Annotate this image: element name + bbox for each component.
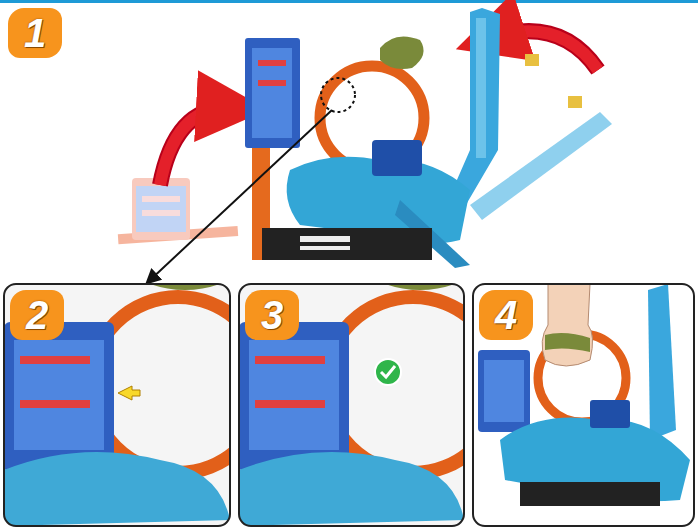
callout-number: 4 xyxy=(495,295,517,335)
callout-number: 3 xyxy=(261,295,283,335)
step-badge: 4 xyxy=(479,290,533,340)
step-badge: 3 xyxy=(245,290,299,340)
step-badge: 2 xyxy=(10,290,64,340)
callout-number: 1 xyxy=(24,13,46,53)
step-badge: 1 xyxy=(8,8,62,58)
callout-number: 2 xyxy=(26,295,48,335)
